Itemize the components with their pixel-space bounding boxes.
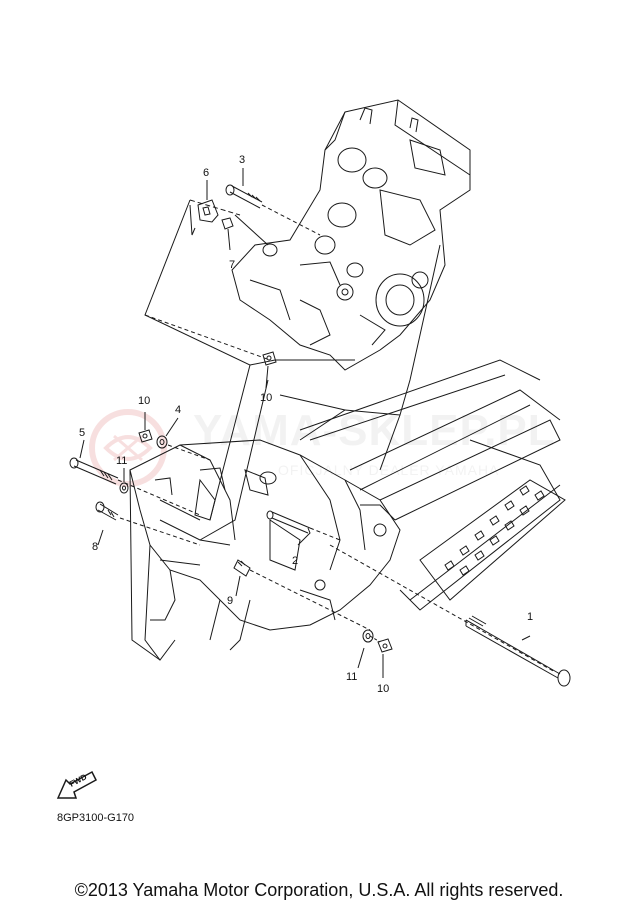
callout-11-right: 11 — [346, 671, 358, 683]
part-9-stud — [233, 559, 371, 631]
part-3-bolt — [225, 168, 321, 236]
diagram-part-code: 8GP3100-G170 — [57, 812, 135, 824]
part-5-bolt — [69, 439, 201, 516]
part-6-bracket — [197, 180, 219, 223]
callout-2: 2 — [292, 555, 299, 567]
callout-10-right: 10 — [377, 683, 390, 695]
callout-11-left: 11 — [116, 455, 128, 467]
copyright-notice: ©2013 Yamaha Motor Corporation, U.S.A. A… — [74, 880, 564, 900]
callout-10-upper: 10 — [260, 392, 273, 404]
part-1-through-bolt — [329, 544, 571, 687]
callout-5: 5 — [79, 427, 86, 439]
part-10-nut-upper — [262, 351, 277, 389]
callout-4: 4 — [175, 404, 182, 416]
callout-7: 7 — [229, 259, 236, 271]
part-10-nut-right — [369, 635, 393, 678]
callout-1: 1 — [527, 611, 534, 623]
part-2-bolt — [266, 510, 341, 546]
callout-10-left: 10 — [138, 395, 151, 407]
callout-6: 6 — [203, 167, 210, 179]
callout-8: 8 — [92, 541, 99, 553]
frame-assembly — [129, 439, 401, 661]
callout-3: 3 — [239, 154, 246, 166]
fwd-arrow-icon — [56, 770, 97, 799]
engine-assembly — [231, 99, 471, 371]
footrest-plate — [419, 479, 566, 601]
part-8-bolt — [95, 501, 201, 546]
part-7-nut — [221, 217, 234, 251]
part-11-washer-right — [357, 629, 374, 669]
part-10-nut-left — [138, 412, 153, 443]
part-11-washer-left — [119, 468, 129, 494]
callout-9: 9 — [227, 595, 234, 607]
part-4-washer — [156, 417, 211, 461]
